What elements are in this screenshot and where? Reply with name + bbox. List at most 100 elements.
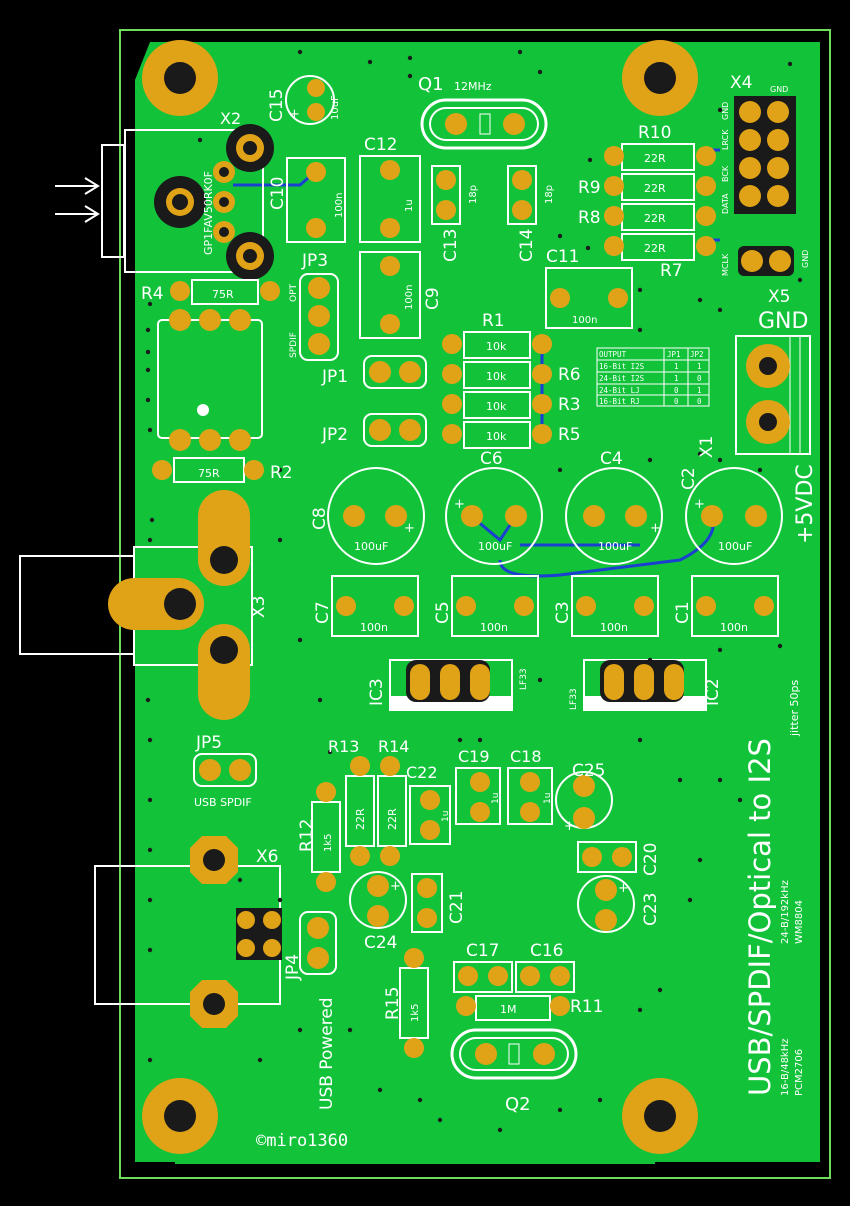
via-dot <box>145 697 151 703</box>
via-dot <box>145 327 151 333</box>
table-r0-c1: 1 <box>674 362 679 371</box>
label-r2-value: 75R <box>198 467 220 480</box>
svg-text:+: + <box>618 881 629 896</box>
via-dot <box>787 61 793 67</box>
svg-text:+: + <box>650 521 661 536</box>
table-r1-c0: 24-Bit I2S <box>599 374 645 383</box>
label-jp2: JP2 <box>321 425 348 445</box>
via-dot <box>327 749 333 755</box>
label-x4-pin-3: DATA <box>721 193 730 214</box>
label-r13-value: 22R <box>354 808 367 830</box>
label-c5: C5 <box>433 601 453 624</box>
label-c10: C10 <box>268 176 288 210</box>
label-ic2-value: LF33 <box>569 688 579 710</box>
label-c22-value: 1u <box>441 811 451 822</box>
x4-header <box>734 96 796 214</box>
table-header-0: OUTPUT <box>599 350 627 359</box>
via-dot <box>517 49 523 55</box>
label-c23: C23 <box>641 892 661 926</box>
label-c16: C16 <box>530 941 564 961</box>
label-x4-pin-2: BCK <box>721 165 730 182</box>
via-dot <box>277 467 283 473</box>
label-r1: R1 <box>482 311 505 331</box>
label-c4: C4 <box>600 449 623 469</box>
via-dot <box>647 657 653 663</box>
label-x5-pin-0: MCLK <box>721 253 730 276</box>
x2-optical-receiver <box>55 124 274 280</box>
via-dot <box>417 1097 423 1103</box>
label-x1: X1 <box>697 436 717 458</box>
label-x5: X5 <box>768 287 790 307</box>
label-x6: X6 <box>256 847 278 867</box>
label-q2: Q2 <box>505 1094 531 1115</box>
table-r1-c2: 0 <box>697 374 702 383</box>
via-dot <box>145 367 151 373</box>
label-jp3-spdif: SPDIF <box>289 332 299 358</box>
via-dot <box>147 737 153 743</box>
x6-usb-connector <box>94 836 282 1028</box>
label-r15: R15 <box>383 987 403 1020</box>
label-r13: R13 <box>328 737 359 756</box>
label-c19: C19 <box>458 747 490 766</box>
label-c3: C3 <box>553 601 573 624</box>
via-dot <box>145 397 151 403</box>
svg-text:+: + <box>564 819 575 834</box>
label-c12-value: 1u <box>404 199 415 212</box>
label-c8: C8 <box>310 507 330 530</box>
via-dot <box>297 1027 303 1033</box>
label-c18-value: 1u <box>543 793 553 804</box>
table-header-1: JP1 <box>667 350 681 359</box>
via-dot <box>757 467 763 473</box>
via-dot <box>637 327 643 333</box>
via-dot <box>557 1107 563 1113</box>
label-r2: R2 <box>270 463 293 483</box>
label-r8: R8 <box>578 208 601 228</box>
svg-text:+: + <box>454 497 465 512</box>
via-dot <box>557 233 563 239</box>
label-c7: C7 <box>313 601 333 624</box>
label-c4-value: 100uF <box>598 540 632 553</box>
label-r11-value: 1M <box>500 1003 517 1016</box>
label-jp5-text: USB SPDIF <box>194 796 252 809</box>
via-dot <box>277 897 283 903</box>
via-dot <box>297 49 303 55</box>
label-c14-value: 18p <box>544 185 555 204</box>
via-dot <box>717 647 723 653</box>
label-r9: R9 <box>578 178 601 198</box>
label-c12: C12 <box>364 135 398 155</box>
label-x4-gnd: GND <box>770 85 788 94</box>
table-r0-c2: 1 <box>697 362 702 371</box>
jitter-label: jitter 50ps <box>788 679 801 737</box>
via-dot <box>697 857 703 863</box>
label-c2: C2 <box>679 467 699 490</box>
via-dot <box>587 157 593 163</box>
label-r14: R14 <box>378 737 409 756</box>
label-c9: C9 <box>423 287 443 310</box>
via-dot <box>777 643 783 649</box>
label-r12: R12 <box>297 819 317 852</box>
label-x4-pin-0: GND <box>721 102 730 120</box>
label-c6-value: 100uF <box>478 540 512 553</box>
label-c25: C25 <box>572 761 606 781</box>
label-gnd: GND <box>758 309 808 334</box>
via-dot <box>497 1127 503 1133</box>
label-c8-value: 100uF <box>354 540 388 553</box>
label-c1: C1 <box>673 601 693 624</box>
label-jp5: JP5 <box>195 733 222 753</box>
via-dot <box>147 847 153 853</box>
label-jp3: JP3 <box>301 251 328 271</box>
via-dot <box>317 697 323 703</box>
via-dot <box>407 73 413 79</box>
via-dot <box>147 1057 153 1063</box>
via-dot <box>437 1117 443 1123</box>
via-dot <box>149 517 155 523</box>
label-q1: Q1 <box>418 74 444 95</box>
label-q1-value: 12MHz <box>454 80 492 93</box>
label-x2-part: GP1FAV50RK0F <box>202 171 215 255</box>
table-r2-c1: 0 <box>674 386 679 395</box>
via-dot <box>597 1097 603 1103</box>
label-r1-value: 10k <box>486 340 507 353</box>
via-dot <box>197 137 203 143</box>
svg-text:+: + <box>694 497 705 512</box>
x5-header <box>738 246 794 276</box>
